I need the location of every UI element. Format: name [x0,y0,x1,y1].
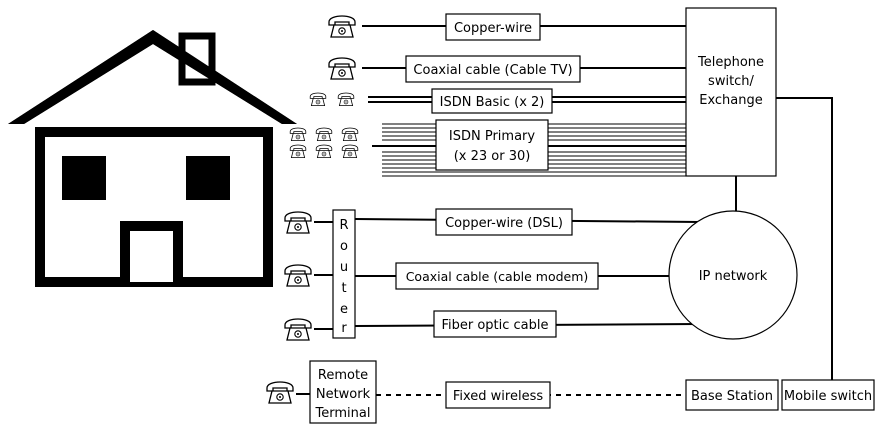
telephone-icon [315,144,333,158]
window-right [186,156,230,200]
window-left [62,156,106,200]
telephone-switch-label: Exchange [699,93,763,108]
fiber-label-box [433,310,557,338]
telephone-switch-box [685,7,777,177]
telephone-icon [328,57,356,80]
router-letter: u [340,260,348,275]
fixed-wireless-label-box [445,381,551,409]
telephone-icon [341,127,359,141]
base-station-label: Base Station [691,389,773,404]
telephone-icon [284,264,312,287]
cable-modem-label: Coaxial cable (cable modem) [406,269,589,284]
ip-network-label: IP network [699,269,768,284]
fiber-label: Fiber optic cable [441,318,548,333]
telephone-switch-label: switch/ [708,74,755,89]
mobile-switch-label: Mobile switch [784,389,872,404]
router-letter: r [341,321,347,336]
isdn-basic-label: ISDN Basic (x 2) [440,95,545,110]
telephone-icon [309,92,327,106]
remote-terminal-label: Network [316,387,371,402]
house-icon [8,30,297,287]
telephone-icon [315,127,333,141]
coaxial-cable-tv-label: Coaxial cable (Cable TV) [413,63,572,78]
ip-network-circle [668,210,798,340]
door [120,221,183,282]
telephone-switch-label: Telephone [697,55,764,70]
dsl-label-box [435,208,573,236]
copper-wire-label: Copper-wire [454,21,532,36]
dsl-label: Copper-wire (DSL) [445,216,563,231]
telephone-icon [266,381,294,404]
remote-terminal-box [309,360,377,424]
telephone-icon [284,318,312,341]
telephone-icon [289,144,307,158]
coaxial-cable-tv-label-box [405,55,581,83]
switch-mobile-link [776,97,833,380]
telephone-icon [341,144,359,158]
telephone-icon [328,15,356,38]
telephone-icon [337,92,355,106]
isdn-primary-label-box [435,119,549,171]
cable-modem-label-box [395,262,599,290]
isdn-primary-label: ISDN Primary [449,129,535,144]
router-letter: R [339,218,348,233]
copper-wire-label-box [445,13,541,41]
mobile-switch-box [781,379,875,411]
base-station-box [685,379,779,411]
telephone-icon [289,127,307,141]
remote-terminal-label: Terminal [315,406,371,421]
router-letter: e [340,302,348,317]
telephone-icon [284,211,312,234]
fixed-wireless-label: Fixed wireless [453,389,544,404]
router-letter: t [341,281,346,296]
isdn-primary-label: (x 23 or 30) [454,149,531,164]
remote-terminal-label: Remote [318,368,368,383]
router-letter: o [340,239,348,254]
isdn-basic-label-box [431,88,553,114]
